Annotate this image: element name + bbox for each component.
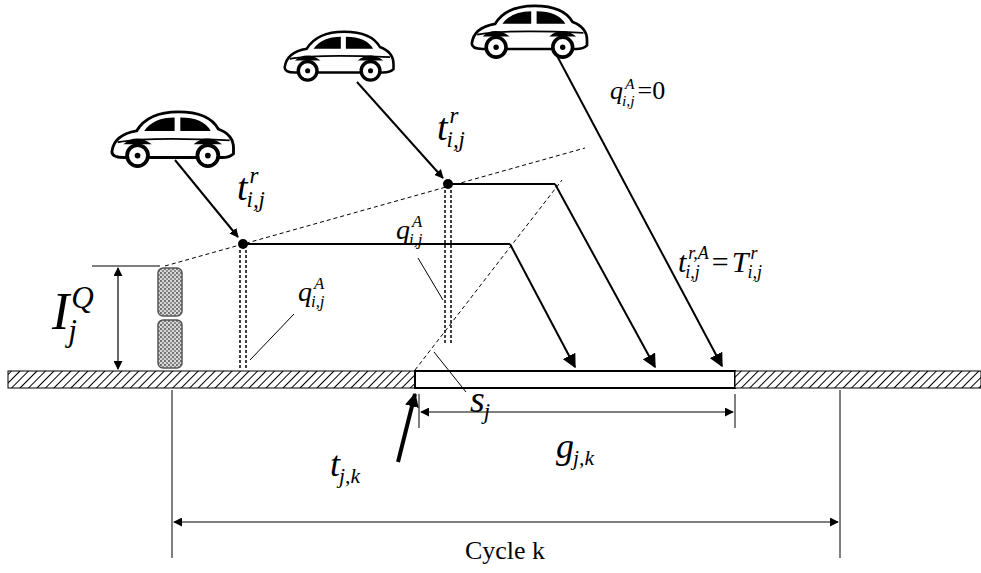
math-label: Cycle k (465, 538, 545, 564)
math-label: = (712, 247, 729, 277)
discharge-arrow (510, 244, 575, 367)
queue-dimension (117, 268, 118, 369)
leader-line (250, 314, 294, 360)
math-label: i,j (747, 263, 762, 281)
math-label: t (437, 108, 448, 146)
green-start-arrow (398, 394, 415, 462)
math-label: i,j (311, 294, 325, 311)
math-label: r (250, 165, 259, 188)
math-label: j,k (339, 466, 360, 488)
queue-wait-line (448, 183, 555, 185)
math-label: =0 (638, 78, 666, 104)
math-label: r (750, 244, 757, 262)
math-label: t (237, 168, 248, 206)
math-label: A (625, 76, 635, 92)
math-label: i,j (409, 232, 423, 249)
discharge-line (415, 180, 562, 370)
vehicle-icon (472, 6, 587, 57)
math-label: j,k (573, 448, 594, 470)
green-phase-road (415, 371, 735, 388)
vehicle-icon (112, 112, 234, 166)
math-label: Q (71, 282, 94, 313)
green-dimension (421, 411, 733, 412)
vehicle-icon (285, 32, 394, 80)
leader-line (418, 258, 443, 300)
math-label: t (330, 446, 340, 482)
math-label: i,j (685, 263, 700, 281)
queue-wait-line (243, 243, 510, 245)
dimension-tick (419, 394, 420, 428)
math-label: j (68, 315, 77, 346)
dimension-tick (840, 390, 841, 558)
math-label: q (298, 278, 312, 306)
math-label: s (470, 380, 485, 418)
queued-vehicle (158, 320, 182, 368)
math-label: A (412, 214, 422, 231)
arrival-arrow (175, 160, 238, 237)
math-label: q (610, 78, 623, 104)
queue-position-line (444, 190, 446, 345)
queue-position-line (450, 190, 452, 345)
queue-position-line (239, 250, 241, 369)
math-label: r,A (688, 244, 709, 262)
red-phase-road (8, 371, 415, 388)
arrival-line (165, 148, 585, 266)
math-label: i,j (447, 129, 465, 152)
queued-vehicle (158, 268, 182, 316)
red-phase-road (735, 371, 981, 388)
math-label: i,j (247, 189, 265, 212)
math-label: I (52, 286, 69, 338)
math-label: j (484, 401, 490, 424)
math-label: t (678, 247, 686, 277)
math-label: A (314, 276, 324, 293)
math-label: T (732, 247, 749, 277)
arrival-arrow (357, 82, 443, 178)
cycle-dimension (174, 521, 838, 522)
math-label: r (450, 105, 459, 128)
math-label: i,j (622, 93, 635, 109)
leader-line (434, 352, 466, 392)
queue-position-line (245, 250, 247, 369)
dimension-tick (735, 394, 736, 428)
math-label: q (396, 216, 410, 244)
no-queue-arrow (555, 52, 722, 366)
math-label: g (556, 428, 574, 464)
dimension-tick (92, 265, 160, 266)
dimension-tick (172, 390, 173, 558)
